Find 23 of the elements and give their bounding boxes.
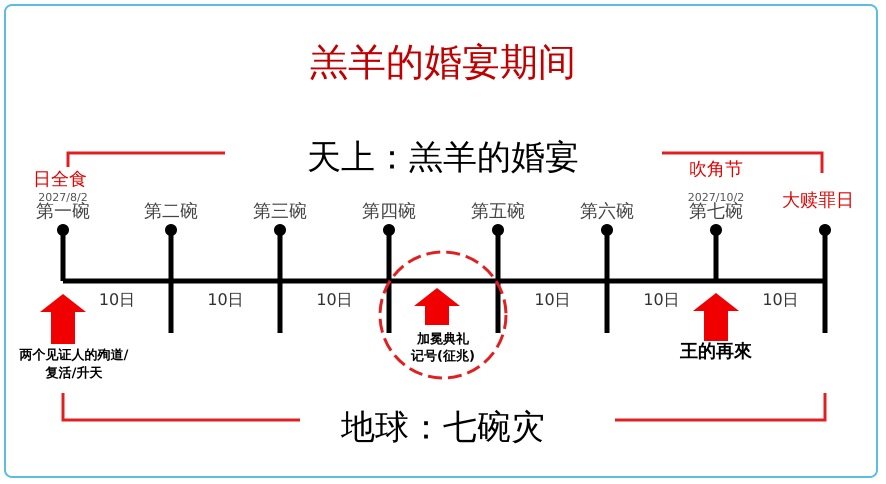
bowl-label: 第二碗 [144, 202, 198, 222]
duration-label: 10日 [643, 291, 680, 309]
event-text: 王的再來 [680, 342, 752, 362]
event-label: 大赎罪日 [782, 191, 854, 211]
duration-label: 10日 [207, 291, 244, 309]
bowl-label: 第三碗 [253, 202, 307, 222]
bowl-label: 第六碗 [580, 202, 634, 222]
title: 羔羊的婚宴期间 [310, 42, 576, 84]
dashed-circle [378, 250, 508, 380]
event-label: 吹角节 [689, 160, 743, 180]
bowl-label: 第五碗 [471, 202, 525, 222]
event-label: 日全食 [33, 170, 87, 190]
event-text: 两个见证人的殉道/复活/升天 [18, 346, 130, 383]
bowl-label: 第四碗 [362, 202, 416, 222]
duration-label: 10日 [534, 291, 571, 309]
duration-label: 10日 [98, 291, 136, 309]
bowl-label: 第七碗 [689, 202, 743, 222]
earth-heading: 地球：七碗灾 [341, 409, 545, 447]
duration-label: 10日 [316, 291, 353, 309]
duration-label: 10日 [762, 291, 799, 309]
heaven-heading: 天上：羔羊的婚宴 [307, 139, 579, 177]
event-text: 加冕典礼记号(征兆) [411, 332, 475, 366]
bowl-label: 第一碗 [36, 202, 90, 222]
